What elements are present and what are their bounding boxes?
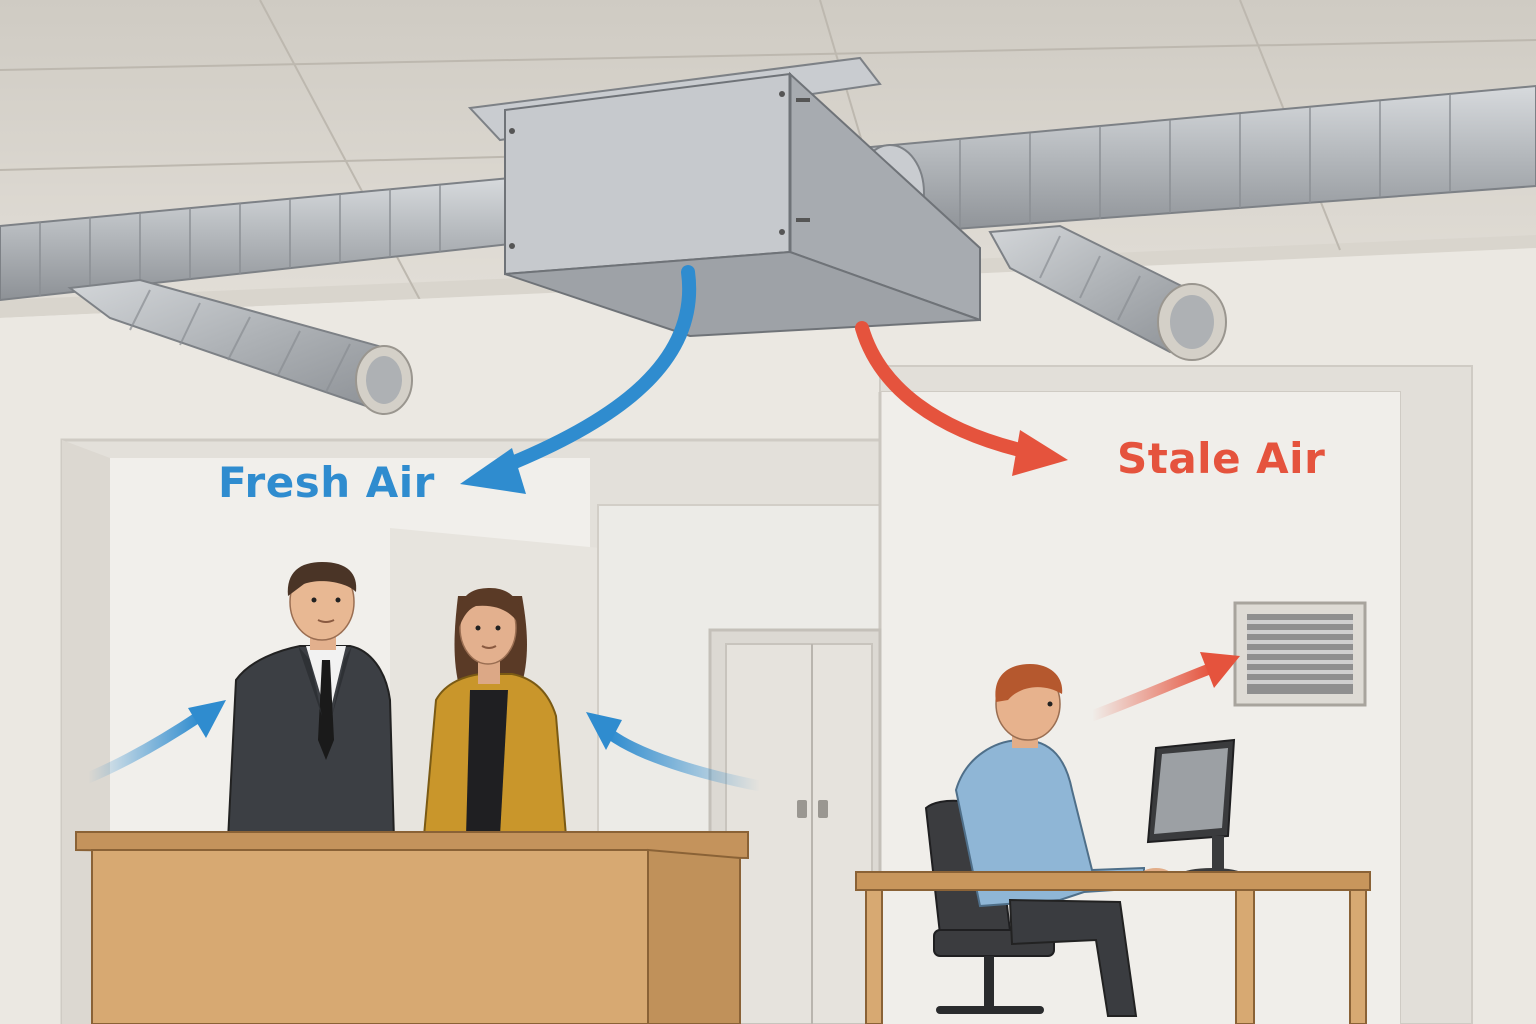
fresh-air-label: Fresh Air	[218, 458, 435, 507]
stale-air-flow-arrows	[855, 321, 1240, 722]
stale-air-label: Stale Air	[1117, 434, 1326, 483]
ductwork	[0, 84, 1536, 415]
office-desk	[855, 871, 1371, 1024]
woman-in-jacket	[422, 588, 568, 837]
reception-counter	[75, 831, 749, 1024]
wall-vent-grille-icon	[1233, 601, 1367, 707]
man-in-suit	[226, 562, 396, 841]
fresh-air-flow-arrows	[82, 265, 766, 792]
double-door-icon	[708, 628, 882, 1024]
ceiling-ventilation-unit-icon	[467, 56, 981, 338]
